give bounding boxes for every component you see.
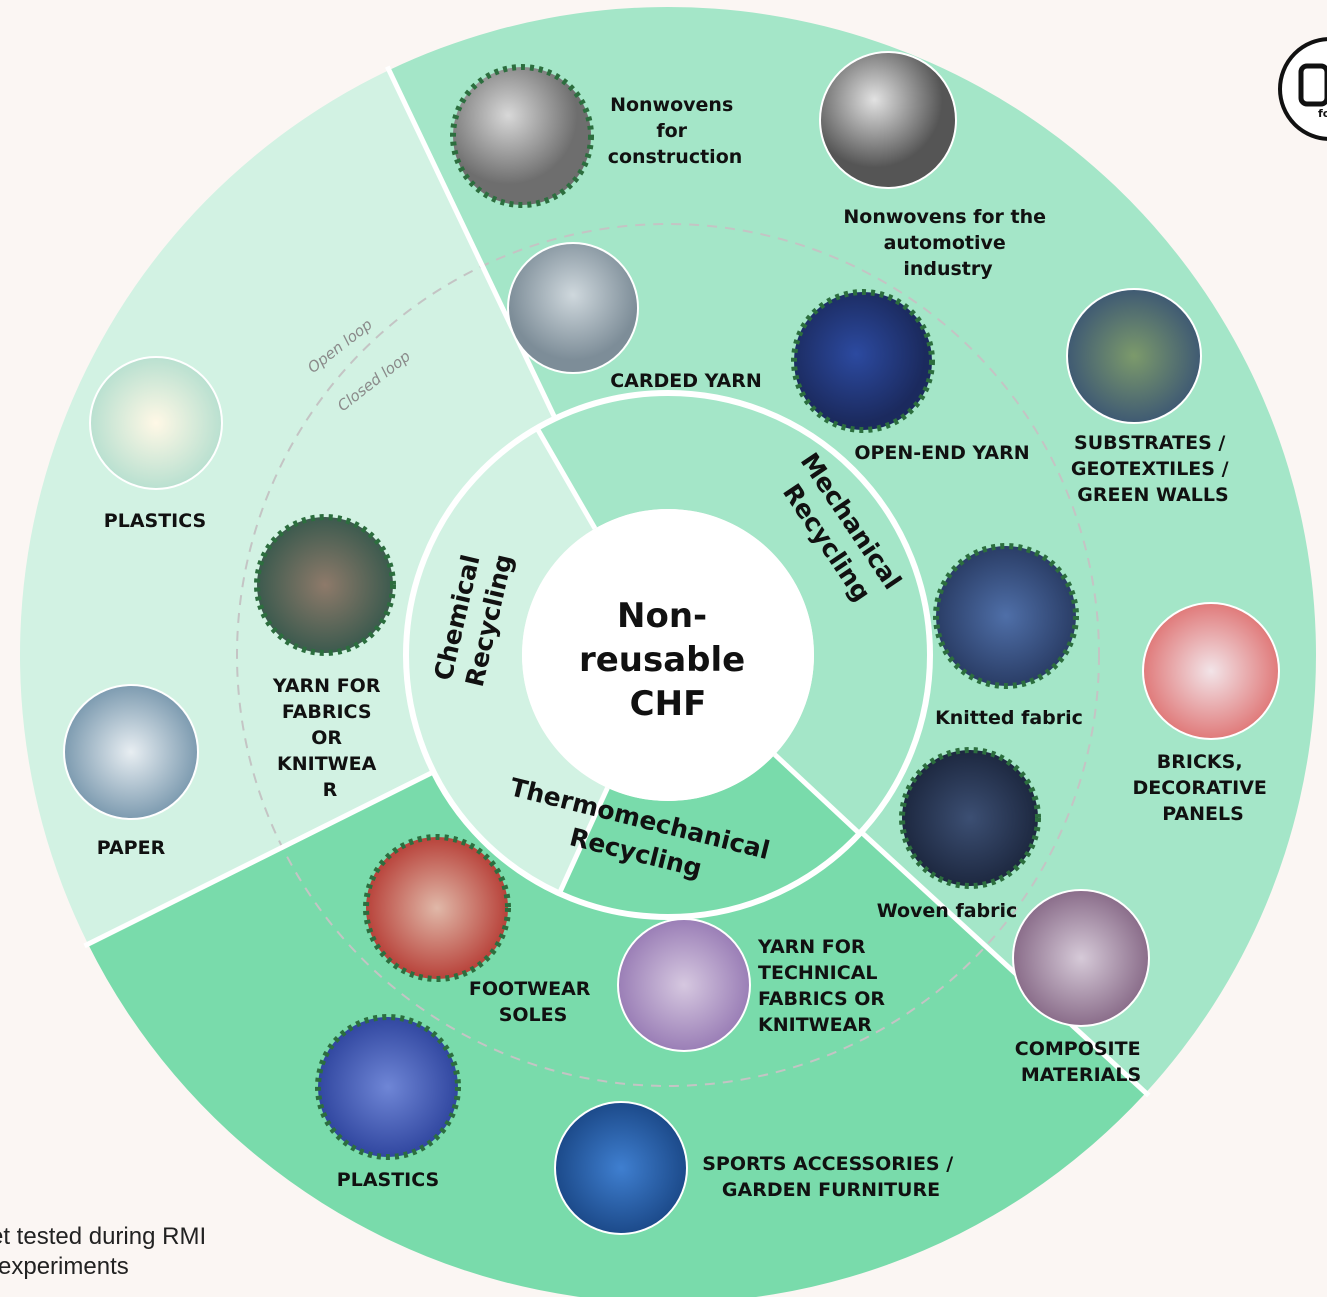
label-plastics-left: PLASTICS bbox=[104, 510, 206, 532]
label-carded-yarn: CARDED YARN bbox=[610, 370, 762, 392]
inner-sector-chemical bbox=[405, 428, 608, 894]
svg-text:fo: fo bbox=[1318, 107, 1327, 120]
inner-sector-mechanical bbox=[537, 392, 931, 834]
photo-yarn-fabrics bbox=[254, 514, 396, 656]
divider-inner-thermo-chem bbox=[557, 786, 610, 895]
label-open-end-yarn: OPEN-END YARN bbox=[854, 442, 1029, 464]
divider-outer-thermo-chem bbox=[83, 769, 435, 949]
photo-nonwovens-construction bbox=[450, 64, 594, 208]
label-knitted-fabric: Knitted fabric bbox=[935, 707, 1083, 729]
photo-sports bbox=[554, 1101, 688, 1235]
label-bricks: BRICKS, DECORATIVE PANELS bbox=[1132, 751, 1273, 825]
photo-yarn-technical bbox=[617, 918, 751, 1052]
photo-substrates bbox=[1066, 288, 1202, 424]
label-nonwovens-construction: Nonwovens for construction bbox=[608, 94, 743, 168]
photo-bricks bbox=[1142, 602, 1280, 740]
divider-outer-mech-thermo bbox=[859, 830, 1151, 1098]
photo-plastics-bottom bbox=[315, 1014, 461, 1160]
photo-open-end-yarn bbox=[791, 289, 935, 433]
center-title: Non- reusable CHF bbox=[579, 596, 757, 724]
footnote-line-2: 5 experiments bbox=[0, 1253, 129, 1280]
photo-knitted-fabric bbox=[933, 543, 1079, 689]
inner-ring-outline bbox=[403, 390, 933, 920]
photo-footwear-soles bbox=[363, 834, 511, 982]
divider-outer-chem-mech bbox=[385, 65, 558, 420]
logo: fo bbox=[1278, 37, 1327, 141]
photo-paper bbox=[63, 684, 199, 820]
center-circle bbox=[522, 509, 814, 801]
label-plastics-bottom: PLASTICS bbox=[337, 1169, 439, 1191]
sector-dividers bbox=[83, 65, 1151, 1098]
photo-nonwovens-automotive bbox=[819, 51, 957, 189]
label-yarn-technical: YARN FOR TECHNICAL FABRICS OR KNITWEAR bbox=[757, 936, 892, 1036]
label-footwear-soles: FOOTWEAR SOLES bbox=[469, 978, 597, 1026]
photo-composite bbox=[1012, 889, 1150, 1027]
label-nonwovens-automotive: Nonwovens for the automotive industry bbox=[843, 206, 1052, 280]
photo-woven-fabric bbox=[899, 747, 1041, 889]
photo-plastics-left bbox=[89, 356, 223, 490]
divider-inner-chem-mech bbox=[534, 426, 598, 530]
footnote: ket tested during RMI 5 experiments bbox=[0, 1222, 206, 1282]
photo-circles bbox=[63, 51, 1280, 1235]
label-yarn-fabrics-knitwear: YARN FOR FABRICS OR KNITWEA R bbox=[272, 675, 387, 801]
divider-inner-mech-thermo bbox=[773, 752, 862, 836]
label-paper: PAPER bbox=[97, 837, 166, 859]
label-substrates: SUBSTRATES / GEOTEXTILES / GREEN WALLS bbox=[1071, 432, 1235, 506]
inner-sector-thermomechanical bbox=[559, 754, 860, 917]
photo-carded-yarn bbox=[507, 242, 639, 374]
loop-boundary-dashed bbox=[236, 223, 1100, 1087]
label-composite: COMPOSITE MATERIALS bbox=[1015, 1038, 1147, 1086]
item-labels: Nonwovens for construction Nonwovens for… bbox=[97, 94, 1273, 1201]
label-sports: SPORTS ACCESSORIES / GARDEN FURNITURE bbox=[702, 1153, 960, 1201]
footnote-line-1: ket tested during RMI bbox=[0, 1223, 207, 1250]
label-woven-fabric: Woven fabric bbox=[877, 900, 1018, 922]
outer-sector-thermomechanical bbox=[88, 771, 1146, 1297]
